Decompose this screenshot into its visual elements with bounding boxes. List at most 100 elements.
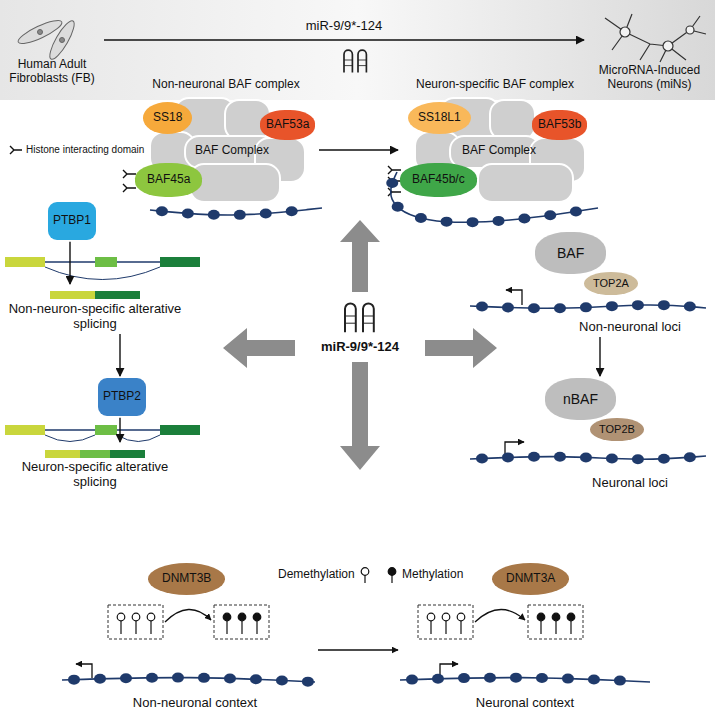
splicing-outcome: Neuron-specific alterative splicing — [5, 444, 185, 490]
direction-arrow — [340, 220, 380, 292]
chromatin — [406, 675, 418, 685]
exon-diagram — [45, 435, 160, 442]
chromatin — [470, 452, 706, 464]
chromatin — [684, 452, 696, 462]
node-label: BAF45a — [147, 173, 190, 187]
loci-label: Neuronal loci — [560, 476, 700, 491]
neuron-icon — [605, 14, 706, 62]
node-label: Non-neuron-specific alterative splicing — [5, 302, 185, 332]
cpg-lollipop — [460, 621, 461, 634]
node-label: TOP2A — [593, 277, 629, 290]
legend-label: Demethylation — [278, 568, 355, 582]
cpg-lollipop — [570, 621, 571, 634]
node-label: DNMT3A — [506, 572, 555, 586]
cpg-lollipop — [226, 621, 227, 634]
chromatin — [208, 210, 220, 220]
chromatin — [632, 454, 644, 464]
subunit: BAF45b/c — [400, 163, 477, 197]
chromatin — [441, 217, 453, 227]
node-label: nBAF — [563, 391, 598, 407]
exon-diagram — [110, 450, 145, 458]
legend-item: Demethylation — [278, 566, 375, 584]
subunit: SS18L1 — [408, 102, 471, 134]
protein-complex: BAF — [535, 232, 606, 274]
exon-diagram — [50, 291, 95, 299]
cpg-lollipop — [238, 613, 246, 621]
cpg-lollipop — [147, 613, 155, 621]
node-label: MicroRNA-Induced Neurons (miNs) — [586, 64, 713, 92]
chromatin — [476, 453, 488, 463]
cpg-lollipop — [150, 621, 151, 634]
subunit: BAF53b — [532, 110, 587, 140]
neuron-icon — [686, 26, 694, 34]
cpg-lollipop — [555, 621, 556, 634]
node-label: TOP2B — [599, 423, 635, 436]
cpg-lollipop — [256, 621, 257, 634]
cpg-lollipop — [552, 613, 560, 621]
exon-diagram — [45, 450, 80, 458]
exon-diagram — [95, 257, 117, 267]
chromatin — [632, 300, 644, 310]
chromatin — [391, 172, 598, 222]
chromatin — [588, 675, 600, 685]
cpg-lollipop — [457, 613, 465, 621]
baf-complex-body — [490, 100, 535, 140]
connector-arrow — [599, 337, 600, 376]
chromatin — [386, 178, 398, 188]
exon-diagram — [160, 425, 200, 435]
subunit: BAF53a — [260, 110, 315, 140]
exon-diagram — [95, 425, 117, 435]
chromatin — [276, 675, 288, 685]
hairpin-icon — [345, 303, 374, 332]
topoisomerase: TOP2B — [590, 418, 644, 441]
cpg-lollipop — [427, 613, 435, 621]
legend-symbol — [358, 566, 372, 584]
splicing-outcome: Non-neuron-specific alterative splicing — [5, 286, 185, 332]
cpg-lollipop — [567, 613, 575, 621]
cpg-lollipop — [253, 613, 261, 621]
chromatin — [62, 673, 315, 687]
direction-arrow — [223, 328, 295, 368]
chromatin — [528, 303, 540, 313]
legend-symbol — [388, 568, 396, 576]
legend-item: Methylation — [382, 566, 463, 584]
fibroblast-icon — [38, 30, 43, 35]
chromatin — [536, 673, 548, 683]
chromatin — [570, 207, 582, 217]
node-label: PTBP2 — [103, 390, 141, 404]
cpg-lollipop — [537, 613, 545, 621]
chromatin — [172, 673, 184, 683]
cpg-lollipop — [445, 621, 446, 634]
chromatin — [146, 673, 158, 683]
chromatin — [528, 452, 540, 462]
node-label: Non-neuronal BAF complex — [135, 78, 317, 92]
methylation-arrow — [165, 609, 525, 650]
legend-symbol — [364, 575, 365, 583]
neuron-icon — [663, 41, 673, 51]
direction-arrow — [425, 328, 497, 368]
context-label: Neuronal context — [425, 696, 625, 711]
splicing-factor: PTBP1 — [48, 202, 96, 240]
methylation-arrow — [318, 649, 398, 650]
node-label: SS18L1 — [418, 111, 461, 125]
cell-group: MicroRNA-Induced Neurons (miNs) — [586, 6, 713, 92]
node-label: BAF — [557, 245, 584, 261]
legend-item: Histone interacting domain — [6, 141, 144, 159]
node-label: BAF45b/c — [412, 173, 465, 187]
chromatin — [554, 303, 566, 313]
methylation-arrow — [165, 609, 211, 622]
cpg-lollipop — [117, 613, 125, 621]
chromatin — [400, 673, 650, 686]
connector-arrow — [69, 242, 70, 284]
complex-label: BAF Complex — [195, 144, 269, 158]
connector-arrow — [119, 334, 120, 376]
cpg-lollipop — [135, 621, 136, 634]
methyltransferase: DNMT3B — [148, 563, 225, 595]
chromatin — [182, 209, 194, 219]
node-label: Human Adult Fibroblasts (FB) — [2, 58, 102, 86]
fibroblast-icon — [46, 18, 78, 62]
chromatin — [484, 673, 496, 683]
fibroblast-icon — [16, 16, 78, 62]
